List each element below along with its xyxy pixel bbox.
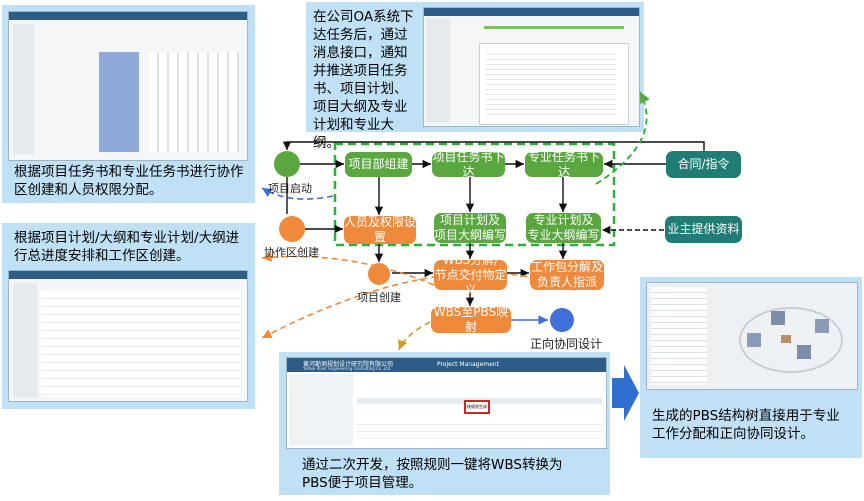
node-wbs-to-pbs: WBS至PBS映射 — [431, 305, 511, 334]
screenshot-oa-task — [423, 7, 640, 127]
screenshot-pbs-tree — [646, 282, 858, 390]
module-name: Project Management — [437, 361, 499, 368]
label-collab-create: 协作区创建 — [264, 246, 319, 259]
node-wbs-decomposition: WBS分解/ 节点交付物定义 — [434, 252, 507, 297]
caption-wbs-pbs: 通过二次开发，按照规则一键将WBS转换为PBS便于项目管理。 — [302, 457, 563, 491]
label-project-start: 项目启动 — [268, 182, 312, 195]
project-create-node — [368, 263, 390, 285]
caption-pbs-tree: 生成的PBS结构树直接用于专业工作分配和正向协同设计。 — [652, 408, 840, 442]
node-project-plan: 项目计划及 项目大纲编写 — [434, 213, 507, 243]
node-personnel-permission: 人员及权限设置 — [344, 215, 417, 244]
label-forward-design: 正向协同设计 — [530, 337, 603, 351]
screenshot-schedule — [8, 270, 248, 402]
node-specialty-plan: 专业计划及 专业大纲编写 — [526, 213, 601, 243]
node-contract: 合同/指令 — [666, 151, 741, 178]
node-work-package: 工作包分解及 负责人指派 — [530, 260, 604, 290]
caption-schedule: 根据项目计划/大纲和专业计划/大纲进行总进度安排和工作区创建。 — [14, 230, 240, 264]
forward-design-node — [550, 308, 574, 332]
screenshot-wbs-pbs: 黄河勘测规划设计研究院有限公司 Yellow River Engineering… — [286, 357, 607, 449]
screenshot-collab-area — [8, 11, 248, 161]
label-project-create: 项目创建 — [357, 291, 401, 304]
caption-oa-task: 在公司OA系统下达任务后，通过消息接口，通知并推送项目任务书、项目计划、项目大纲… — [313, 9, 414, 151]
company-name-en: Yellow River Engineering Consulting Co.,… — [303, 366, 392, 371]
generate-by-rule-button[interactable]: 按规则生成 — [464, 400, 490, 414]
collab-create-node — [279, 216, 305, 242]
node-specialty-task-issue: 专业任务书下达 — [525, 150, 603, 179]
project-start-node — [274, 151, 300, 177]
node-owner-data: 业主提供资料 — [665, 216, 742, 243]
node-team-setup: 项目部组建 — [345, 152, 412, 177]
caption-collab-area: 根据项目任务书和专业任务书进行协作区创建和人员权限分配。 — [14, 164, 244, 198]
node-project-task-issue: 项目任务书下达 — [432, 149, 505, 179]
company-name: 黄河勘测规划设计研究院有限公司 — [303, 361, 394, 368]
